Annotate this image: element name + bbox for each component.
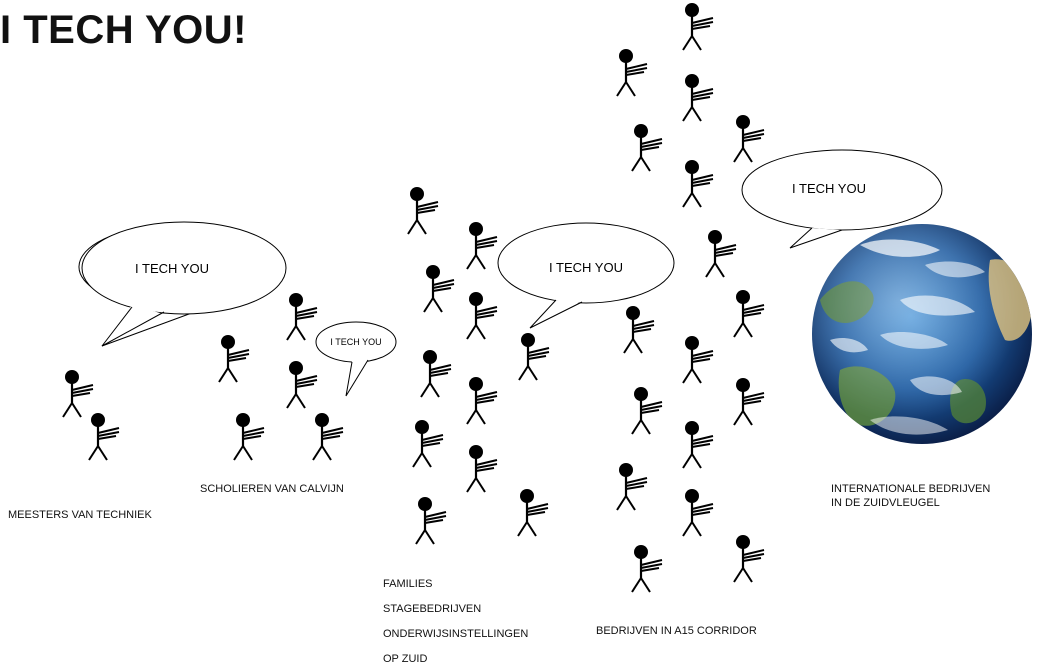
stick-figure-icon — [732, 533, 766, 584]
stick-figure-icon — [681, 72, 715, 123]
label-masters: MEESTERS VAN TECHNIEK — [8, 509, 152, 521]
group-pupils — [217, 291, 345, 462]
label-international-line: INTERNATIONALE BEDRIJVEN — [831, 483, 991, 495]
stick-figure-icon — [285, 291, 319, 342]
stick-figure-icon — [516, 487, 550, 538]
group-masters — [61, 368, 121, 462]
stick-figure-icon — [732, 288, 766, 339]
stick-figure-icon — [681, 334, 715, 385]
stick-figure-icon — [422, 263, 456, 314]
stick-figure-icon — [465, 375, 499, 426]
stick-figure-icon — [732, 376, 766, 427]
group-corridor — [615, 1, 766, 594]
speech-bubble-corridor: I TECH YOU — [741, 149, 943, 249]
bubble-text: I TECH YOU — [330, 337, 381, 347]
stick-figure-icon — [232, 411, 266, 462]
stick-figure-icon — [61, 368, 95, 419]
label-international-line: IN DE ZUIDVLEUGEL — [831, 497, 940, 509]
stick-figure-icon — [465, 290, 499, 341]
speech-bubble-masters: I TECH YOU — [78, 221, 287, 347]
globe-icon — [812, 224, 1032, 444]
label-families-line: OP ZUID — [383, 653, 428, 665]
label-families-line: ONDERWIJSINSTELLINGEN — [383, 628, 529, 640]
stick-figure-icon — [87, 411, 121, 462]
stick-figure-icon — [411, 418, 445, 469]
stick-figure-icon — [406, 185, 440, 236]
label-corridor: BEDRIJVEN IN A15 CORRIDOR — [596, 625, 757, 637]
stick-figure-icon — [465, 443, 499, 494]
speech-bubble-pupils: I TECH YOU — [315, 321, 397, 397]
stick-figure-icon — [630, 122, 664, 173]
bubble-text: I TECH YOU — [135, 261, 209, 276]
stick-figure-icon — [622, 304, 656, 355]
label-pupils: SCHOLIEREN VAN CALVIJN — [200, 483, 344, 495]
stick-figure-icon — [311, 411, 345, 462]
stick-figure-icon — [465, 220, 499, 271]
label-families: FAMILIES STAGEBEDRIJVEN ONDERWIJSINSTELL… — [383, 572, 528, 672]
bubble-text: I TECH YOU — [792, 181, 866, 196]
stick-figure-icon — [681, 158, 715, 209]
stick-figure-icon — [615, 461, 649, 512]
label-families-line: STAGEBEDRIJVEN — [383, 603, 482, 615]
stick-figure-icon — [704, 228, 738, 279]
stick-figure-icon — [615, 47, 649, 98]
stick-figure-icon — [681, 1, 715, 52]
page-title: I TECH YOU! — [0, 8, 248, 52]
speech-bubble-families: I TECH YOU — [497, 222, 675, 329]
stick-figure-icon — [217, 333, 251, 384]
stick-figure-icon — [681, 487, 715, 538]
bubble-text: I TECH YOU — [549, 260, 623, 275]
stick-figure-icon — [630, 385, 664, 436]
label-families-line: FAMILIES — [383, 578, 433, 590]
stick-figure-icon — [419, 348, 453, 399]
label-international: INTERNATIONALE BEDRIJVEN IN DE ZUIDVLEUG… — [831, 482, 990, 510]
stick-figure-icon — [517, 331, 551, 382]
stick-figure-icon — [732, 113, 766, 164]
stick-figure-icon — [630, 543, 664, 594]
stick-figure-icon — [681, 419, 715, 470]
stick-figure-icon — [285, 359, 319, 410]
stick-figure-icon — [414, 495, 448, 546]
